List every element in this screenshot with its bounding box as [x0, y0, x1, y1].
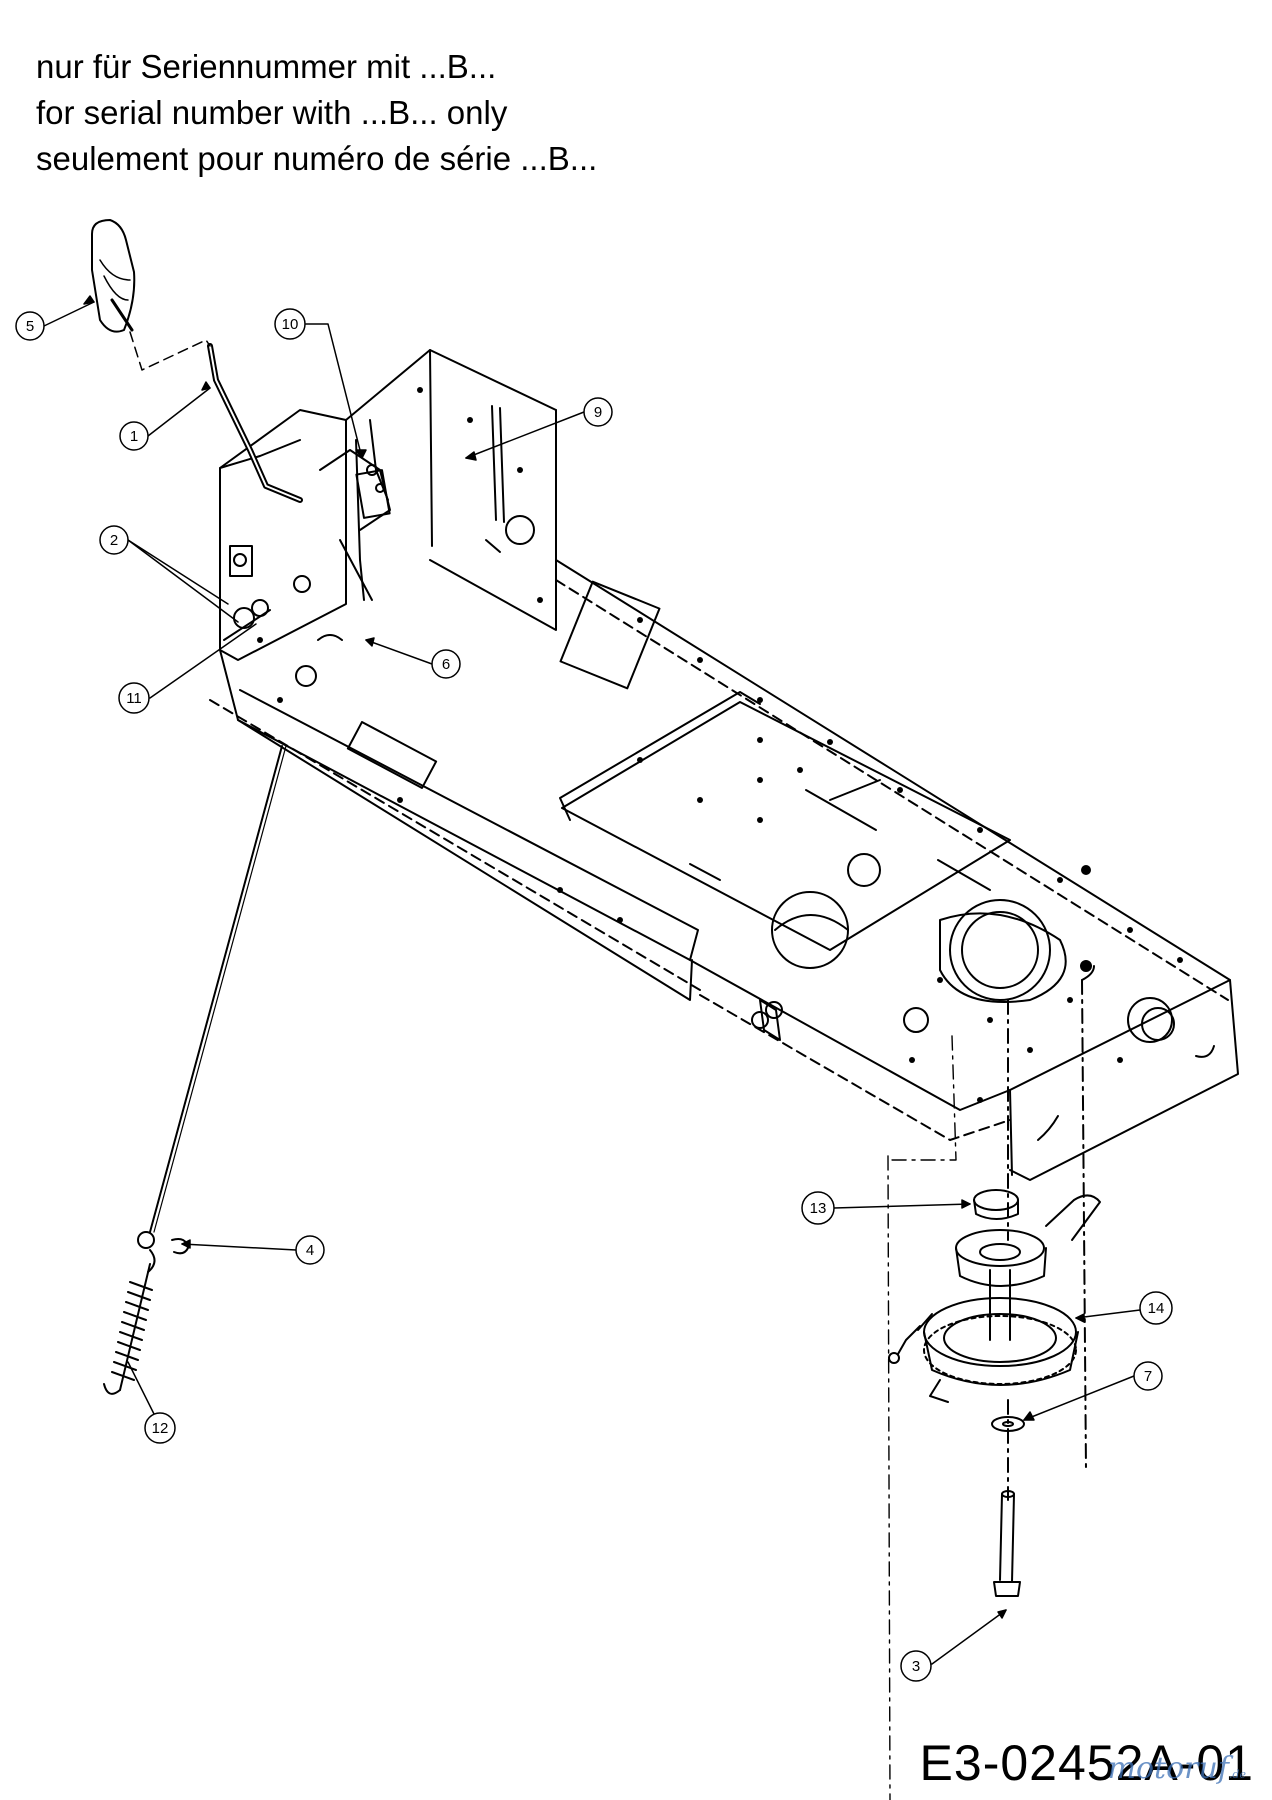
callout-6-label: 6 [442, 656, 450, 673]
callout-11: 11 [118, 623, 257, 714]
serial-note-en: for serial number with ...B... only [36, 94, 508, 131]
callouts: 5 1 10 9 2 [15, 295, 1173, 1682]
clutch-lever-assembly [91, 219, 391, 641]
callout-3-label: 3 [912, 1658, 920, 1675]
callout-12-label: 12 [152, 1420, 169, 1437]
callout-14-label: 14 [1148, 1300, 1165, 1317]
callout-13: 13 [801, 1191, 971, 1225]
link-rod-and-spring [103, 745, 287, 1395]
watermark-text: motoruf [1107, 1751, 1229, 1786]
link-rod [149, 745, 283, 1233]
serial-note: nur für Seriennummer mit ...B... for ser… [36, 44, 597, 182]
callout-10-label: 10 [282, 316, 299, 333]
callout-5: 5 [15, 295, 95, 341]
callout-10: 10 [274, 308, 367, 459]
callout-1-label: 1 [130, 428, 138, 445]
lever-grip [91, 219, 136, 333]
callout-4: 4 [181, 1235, 325, 1265]
callout-14: 14 [1075, 1291, 1173, 1325]
pulley-assembly [887, 960, 1101, 1800]
callout-2-label: 2 [110, 532, 118, 549]
callout-6: 6 [365, 637, 461, 679]
watermark-logo: motoruf.de [1108, 1751, 1246, 1786]
callout-7: 7 [1023, 1361, 1163, 1421]
assembly-lines [129, 331, 211, 371]
tension-spring [111, 1263, 153, 1391]
callout-1: 1 [119, 381, 211, 451]
callout-11-label: 11 [126, 690, 142, 707]
serial-note-de: nur für Seriennummer mit ...B... [36, 48, 497, 85]
callout-5-label: 5 [26, 318, 34, 335]
serial-note-fr: seulement pour numéro de série ...B... [36, 140, 598, 177]
callout-7-label: 7 [1144, 1368, 1152, 1385]
callout-12: 12 [127, 1361, 176, 1444]
callout-2: 2 [99, 525, 239, 623]
lever-rod [207, 343, 303, 503]
tractor-frame [209, 349, 1239, 1181]
callout-13-label: 13 [810, 1200, 827, 1217]
watermark-suffix: .de [1228, 1768, 1246, 1781]
callout-3: 3 [900, 1609, 1007, 1682]
drawing-code: E3-02452A-01 [919, 1735, 1254, 1791]
callout-4-label: 4 [306, 1242, 314, 1259]
callout-9-label: 9 [594, 404, 602, 421]
callout-9: 9 [465, 397, 613, 461]
